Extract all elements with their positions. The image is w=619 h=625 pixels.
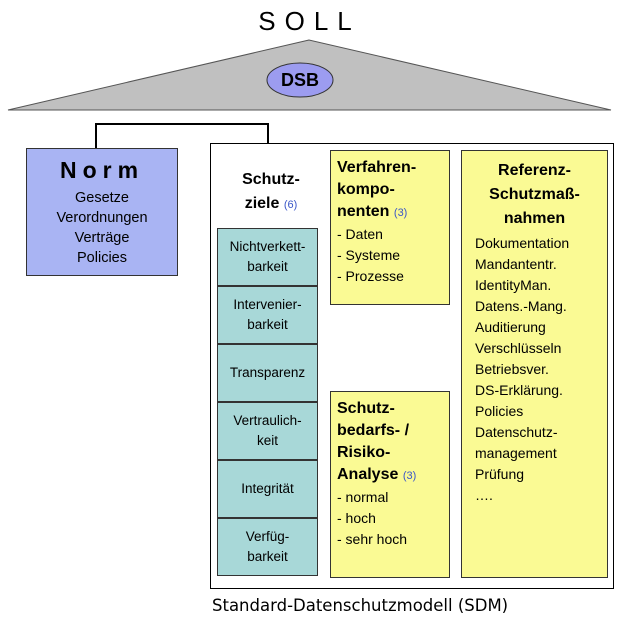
schutzziele-heading: Schutz- ziele (6) bbox=[226, 168, 316, 217]
schutzziele-count: (6) bbox=[283, 199, 298, 211]
verfahrenskomponenten-list: - Daten - Systeme - Prozesse bbox=[337, 224, 449, 287]
norm-box: Norm Gesetze Verordnungen Verträge Polic… bbox=[26, 148, 178, 276]
norm-item: Gesetze bbox=[75, 190, 129, 206]
referenz-title: Referenz- Schutzmaß- nahmen bbox=[489, 162, 580, 227]
list-item: Auditierung bbox=[475, 319, 546, 335]
norm-item: Verordnungen bbox=[56, 210, 148, 226]
dsb-label: DSB bbox=[280, 70, 319, 90]
schutzziel-transparenz: Transparenz bbox=[217, 344, 318, 402]
soll-title: SOLL bbox=[258, 6, 361, 36]
list-item: Betriebsver. bbox=[475, 361, 549, 377]
list-item: DS-Erklärung. bbox=[475, 382, 563, 398]
norm-to-schutzziele-arrow bbox=[95, 123, 278, 168]
list-item: management bbox=[475, 445, 557, 461]
list-item: - Daten bbox=[337, 226, 383, 242]
list-item: - sehr hoch bbox=[337, 531, 408, 547]
norm-list: Gesetze Verordnungen Verträge Policies bbox=[27, 188, 177, 268]
schutzziele-title-line: ziele (6) bbox=[244, 195, 298, 212]
schutzziel-integritaet: Integrität bbox=[217, 460, 318, 518]
list-item: Mandantentr. bbox=[475, 256, 557, 272]
list-item: Datenschutz- bbox=[475, 424, 558, 440]
schutzziel-intervenierbarkeit: Intervenier-barkeit bbox=[217, 286, 318, 344]
list-item: - Prozesse bbox=[337, 268, 404, 284]
schutzbedarf-list: - normal - hoch - sehr hoch bbox=[337, 487, 449, 550]
list-item: Prüfung bbox=[475, 466, 525, 482]
schutzziele-title-line: Schutz- bbox=[242, 171, 300, 188]
schutzziel-vertraulichkeit: Vertraulich-keit bbox=[217, 402, 318, 460]
referenz-schutzmassnahmen-box: Referenz- Schutzmaß- nahmen Dokumentatio… bbox=[461, 150, 608, 578]
list-item: - normal bbox=[337, 489, 389, 505]
list-item: - Systeme bbox=[337, 247, 401, 263]
list-item: Datens.-Mang. bbox=[475, 298, 567, 314]
dsb-ellipse bbox=[266, 62, 334, 98]
list-item: IdentityMan. bbox=[475, 277, 552, 293]
norm-item: Verträge bbox=[74, 230, 130, 246]
norm-item: Policies bbox=[77, 250, 127, 266]
verfahrenskomponenten-count: (3) bbox=[393, 207, 408, 219]
sdm-caption: Standard-Datenschutzmodell (SDM) bbox=[212, 596, 509, 615]
schutzbedarf-count: (3) bbox=[402, 470, 417, 482]
schutzziele-column: Nichtverkett-barkeit Intervenier-barkeit… bbox=[217, 228, 318, 576]
norm-title: Norm bbox=[59, 157, 145, 183]
schutzziel-verfuegbarkeit: Verfüg-barkeit bbox=[217, 518, 318, 576]
list-item: Verschlüsseln bbox=[475, 340, 562, 356]
verfahrenskomponenten-box: Verfahren- kompo- nenten (3) - Daten - S… bbox=[330, 150, 450, 305]
referenz-list: Dokumentation Mandantentr. IdentityMan. … bbox=[462, 233, 607, 506]
schutzbedarf-box: Schutz- bedarfs- / Risiko- Analyse (3) -… bbox=[330, 391, 450, 578]
list-item: Dokumentation bbox=[475, 235, 570, 251]
list-item: Policies bbox=[475, 403, 524, 419]
list-item: - hoch bbox=[337, 510, 376, 526]
verfahrenskomponenten-title: Verfahren- kompo- nenten (3) bbox=[337, 159, 417, 220]
schutzziel-nichtverkettbarkeit: Nichtverkett-barkeit bbox=[217, 228, 318, 286]
schutzbedarf-title: Schutz- bedarfs- / Risiko- Analyse (3) bbox=[337, 400, 417, 483]
list-item: …. bbox=[475, 487, 493, 503]
